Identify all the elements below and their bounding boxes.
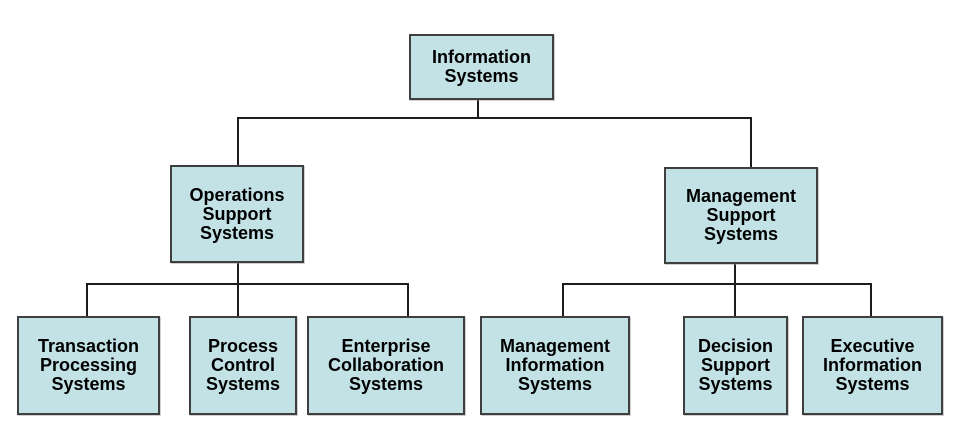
connector-to-transaction bbox=[86, 283, 88, 316]
connector-left-horizontal bbox=[86, 283, 409, 285]
connector-to-management-info bbox=[562, 283, 564, 316]
node-management-information-systems: Management Information Systems bbox=[480, 316, 630, 415]
connector-to-executive bbox=[870, 283, 872, 316]
node-information-systems: Information Systems bbox=[409, 34, 554, 100]
connector-level1-horizontal bbox=[237, 117, 752, 119]
node-management-support-systems: Management Support Systems bbox=[664, 167, 818, 264]
node-transaction-processing-systems: Transaction Processing Systems bbox=[17, 316, 160, 415]
connector-management-stem bbox=[734, 264, 736, 316]
connector-operations-stem bbox=[237, 263, 239, 316]
node-decision-support-systems: Decision Support Systems bbox=[683, 316, 788, 415]
node-operations-support-systems: Operations Support Systems bbox=[170, 165, 304, 263]
connector-right-horizontal bbox=[562, 283, 872, 285]
connector-root-stem bbox=[477, 100, 479, 117]
node-executive-information-systems: Executive Information Systems bbox=[802, 316, 943, 415]
node-process-control-systems: Process Control Systems bbox=[189, 316, 297, 415]
connector-to-management bbox=[750, 117, 752, 167]
node-enterprise-collaboration-systems: Enterprise Collaboration Systems bbox=[307, 316, 465, 415]
connector-to-operations bbox=[237, 117, 239, 165]
connector-to-enterprise bbox=[407, 283, 409, 316]
